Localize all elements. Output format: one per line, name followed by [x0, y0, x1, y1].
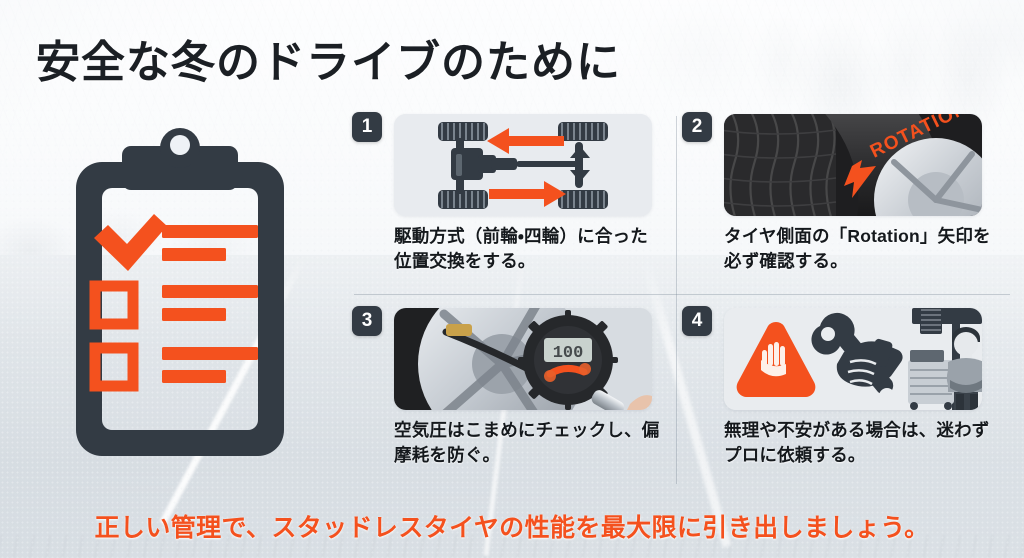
- grid-divider-vertical: [676, 116, 677, 484]
- step-caption-1: 駆動方式（前輪・四輪）に合った位置交換をする。: [394, 226, 648, 271]
- tool-cabinet-icon: [908, 350, 954, 410]
- steps-grid: 1: [352, 112, 1012, 484]
- tire-pressure-gauge-photo: 100: [394, 308, 652, 410]
- drivetrain-rotation-diagram-icon: [394, 114, 652, 216]
- clipboard-checklist-icon: [44, 120, 316, 472]
- step-item-1: 1: [352, 112, 652, 288]
- tire-sidewall-rotation-photo: ROTATION: [724, 114, 982, 216]
- step-number-badge-3: 3: [352, 306, 382, 336]
- step-caption-3: 空気圧はこまめにチェックし、偏摩耗を防ぐ。: [394, 420, 660, 465]
- step-number-badge-2: 2: [682, 112, 712, 142]
- step-number-badge-1: 1: [352, 112, 382, 142]
- call-a-professional-icon: [724, 308, 982, 410]
- step-item-2: 2: [682, 112, 991, 288]
- footer-message: 正しい管理で、スタッドレスタイヤの性能を最大限に引き出しましょう。: [94, 514, 930, 542]
- warning-triangle-icon: [736, 322, 816, 397]
- grid-divider-horizontal: [354, 294, 1010, 295]
- step-caption-2: タイヤ側面の「Rotation」矢印を必ず確認する。: [724, 226, 991, 271]
- mechanic-figure-icon: [946, 327, 982, 410]
- step-number-badge-4: 4: [682, 306, 712, 336]
- step-item-3: 3: [352, 306, 659, 482]
- step-item-4: 4: [682, 306, 989, 482]
- gauge-digital-reading: 100: [553, 344, 584, 363]
- page-title: 安全な冬のドライブのために: [36, 38, 621, 87]
- step-caption-4: 無理や不安がある場合は、迷わずプロに依頼する。: [724, 420, 990, 465]
